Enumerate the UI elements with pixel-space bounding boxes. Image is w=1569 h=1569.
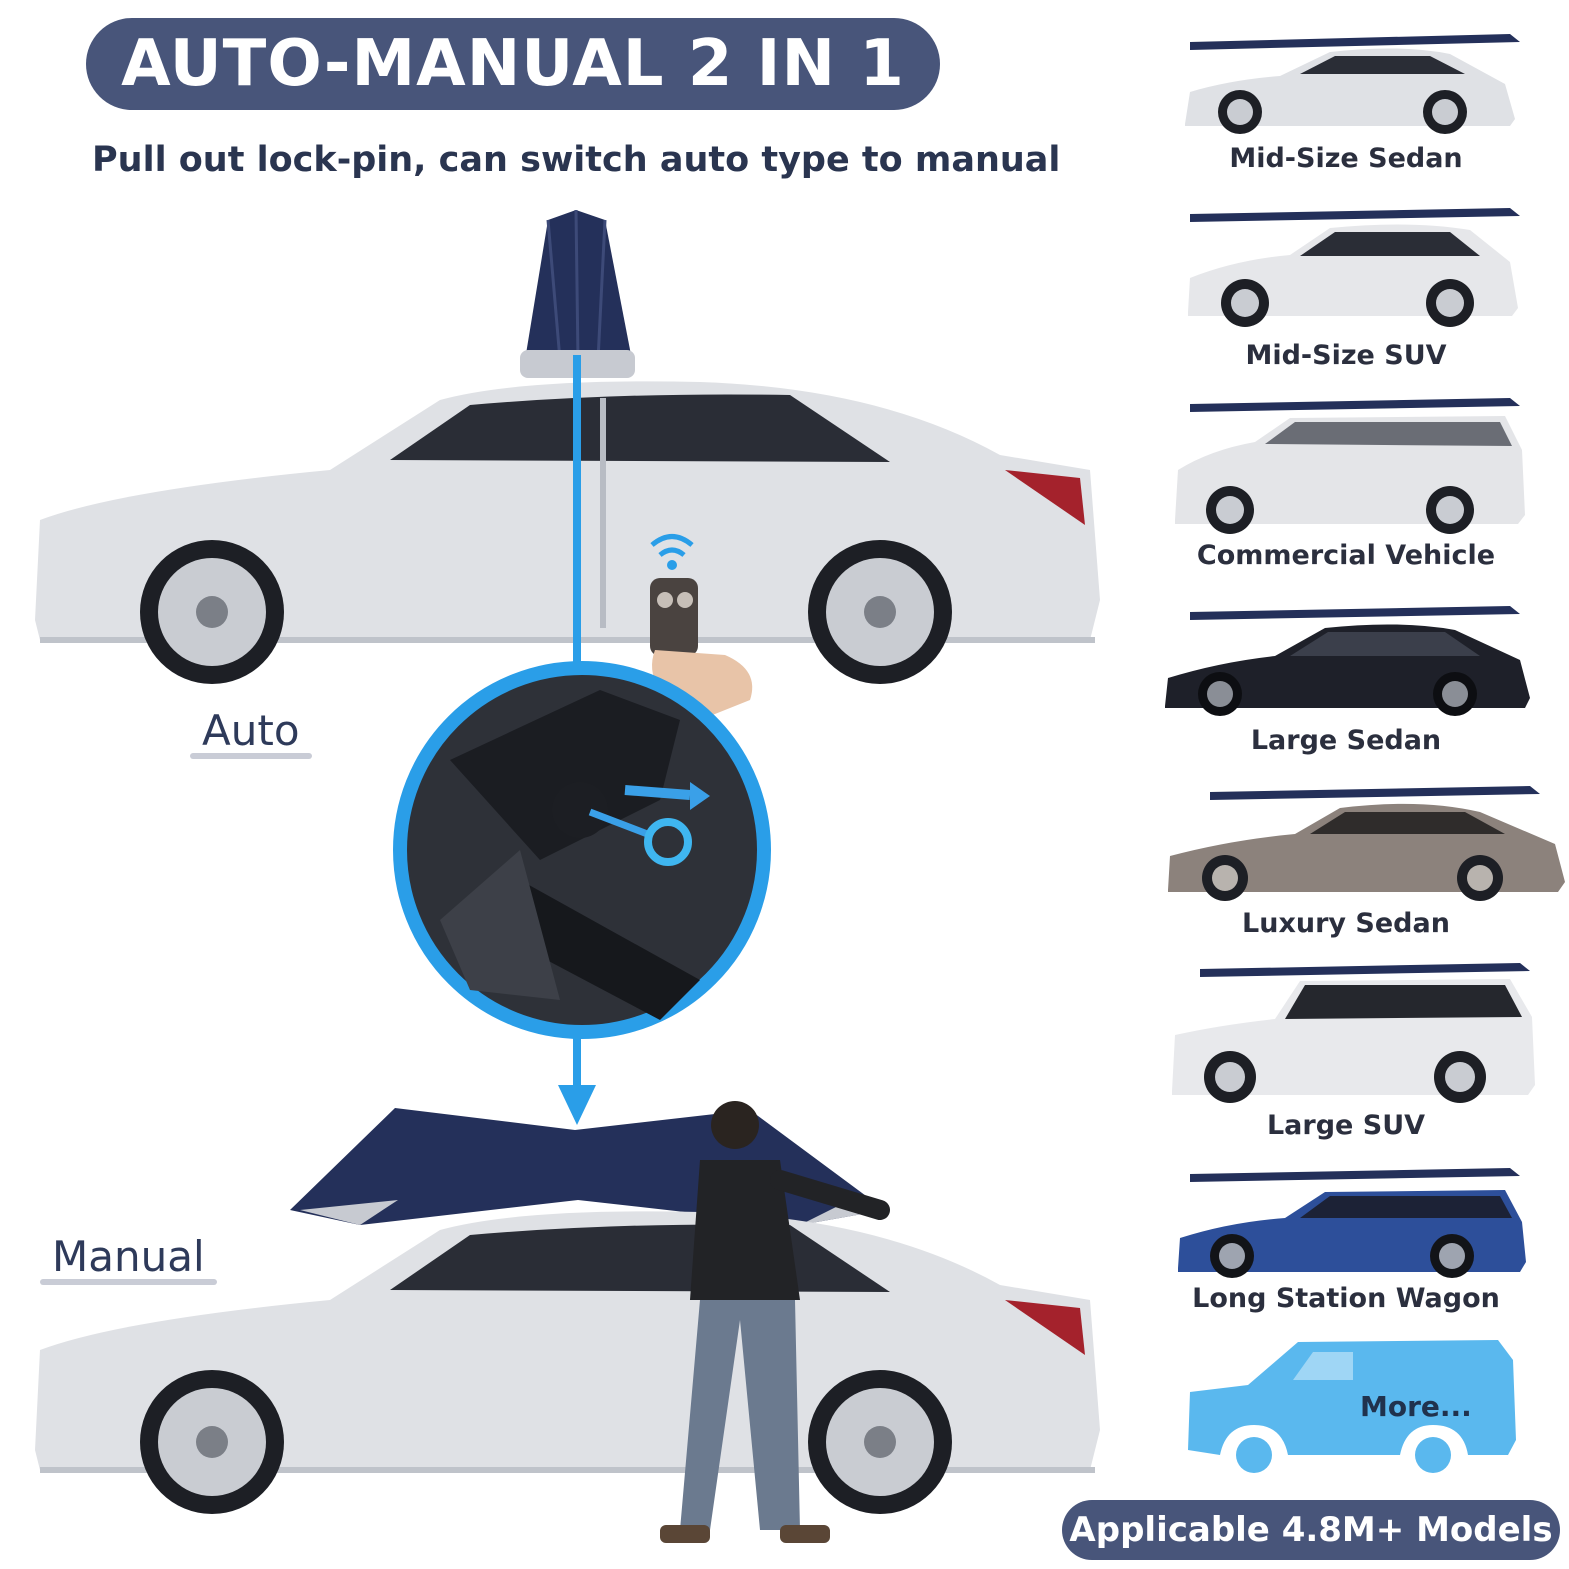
model-label-large-suv: Large SUV (1266, 1110, 1426, 1141)
model-label-luxury-sedan: Luxury Sedan (1242, 908, 1450, 939)
more-models-silhouette (1188, 1340, 1516, 1473)
model-car-long-station-wagon (1178, 1168, 1526, 1278)
subtitle-text: Pull out lock-pin, can switch auto type … (92, 140, 1061, 180)
manual-car-illustration (35, 1101, 1100, 1543)
model-label-long-station-wagon: Long Station Wagon (1192, 1283, 1500, 1314)
more-models-link: More... (1360, 1390, 1472, 1423)
applicable-models-banner: Applicable 4.8M+ Models (1062, 1500, 1560, 1560)
down-arrow-icon (558, 1085, 596, 1125)
model-car-mid-size-suv (1188, 208, 1520, 327)
auto-car-illustration (35, 209, 1100, 684)
applicable-models-text: Applicable 4.8M+ Models (1069, 1510, 1553, 1550)
model-car-mid-size-sedan (1185, 34, 1520, 134)
model-car-luxury-sedan (1168, 786, 1565, 901)
model-label-commercial-vehicle: Commercial Vehicle (1196, 540, 1496, 571)
model-car-large-suv (1172, 963, 1535, 1103)
lock-pin-zoom-illustration (393, 661, 771, 1039)
main-illustration (35, 209, 1100, 1543)
auto-mode-label: Auto (190, 706, 311, 759)
model-label-large-sedan: Large Sedan (1250, 725, 1442, 756)
model-label-mid-size-suv: Mid-Size SUV (1245, 340, 1447, 371)
manual-mode-label: Manual (40, 1232, 217, 1285)
title-text: AUTO-MANUAL 2 IN 1 (121, 27, 905, 101)
model-car-commercial-vehicle (1175, 398, 1525, 534)
model-label-mid-size-sedan: Mid-Size Sedan (1229, 143, 1463, 174)
title-banner: AUTO-MANUAL 2 IN 1 (86, 18, 940, 110)
model-car-large-sedan (1165, 606, 1530, 716)
